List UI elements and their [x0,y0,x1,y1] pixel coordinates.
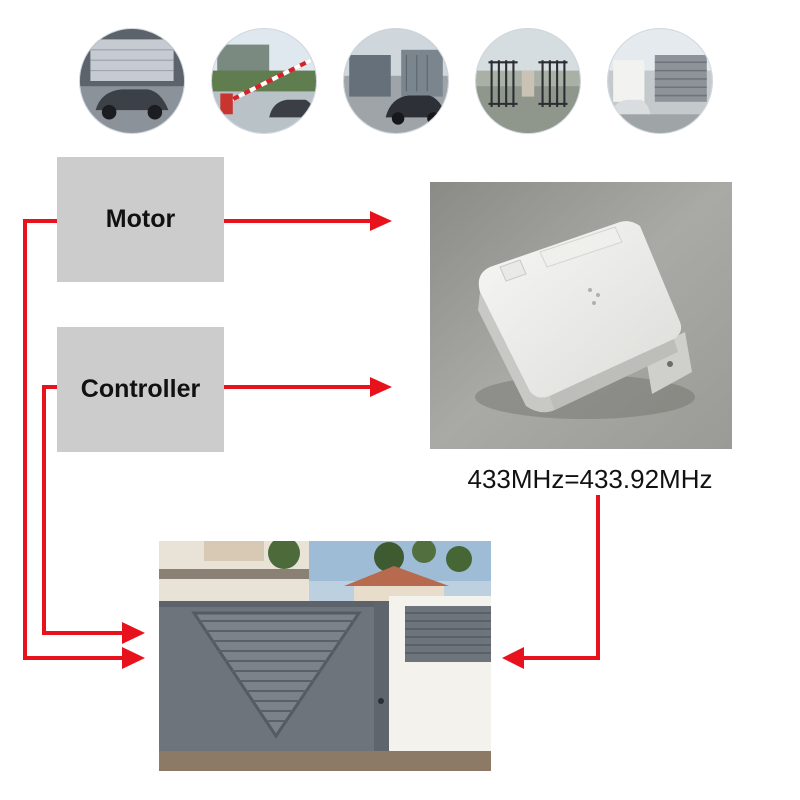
barrier-gate-image [212,29,316,133]
receiver-photo [430,182,732,449]
arrowhead-motor-gate [122,647,145,669]
thumbnail-swing-gate [343,28,449,134]
thumbnail-sliding-gate [607,28,713,134]
garage-door-image [80,29,184,133]
sliding-gate-image [608,29,712,133]
controller-label: Controller [80,375,201,403]
arrowhead-controller-gate [122,622,145,644]
controller-box: Controller [57,327,224,452]
thumbnail-black-swing-gate [475,28,581,134]
motor-box: Motor [57,157,224,282]
receiver-case [478,221,682,398]
arrow-receiver-to-gate [518,495,600,660]
arrowhead-receiver-gate [502,647,524,669]
frequency-label: 433MHz=433.92MHz [467,464,713,494]
swing-gate-image [344,29,448,133]
arrowhead-controller-receiver [370,377,392,397]
black-swing-gate-image [476,29,580,133]
arrowhead-motor-receiver [370,211,392,231]
thumbnail-garage-door [79,28,185,134]
motor-label: Motor [105,205,176,233]
thumbnail-barrier-gate [211,28,317,134]
gate-photo [159,541,491,771]
